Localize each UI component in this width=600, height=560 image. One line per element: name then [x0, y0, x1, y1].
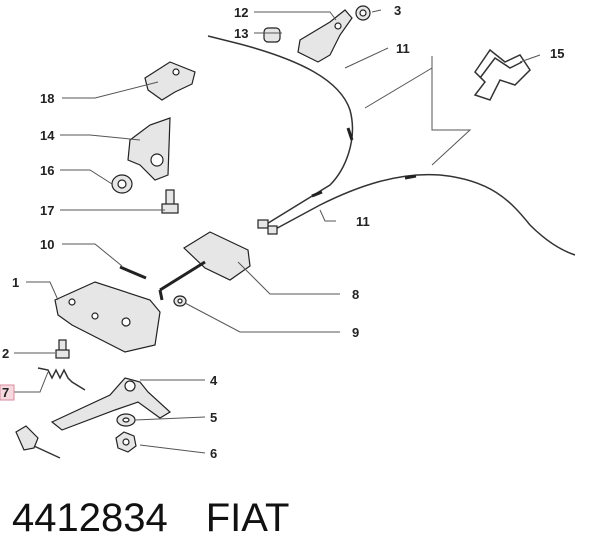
part-11-cable-upper: [207, 35, 354, 229]
part-7-spring: [37, 367, 86, 391]
part-9-washer: [173, 295, 187, 307]
callout-12: 12: [234, 5, 248, 20]
part-17-bolt: [161, 189, 179, 214]
part-15-clip: [473, 48, 531, 101]
footer: 4412834 FIAT: [12, 488, 289, 548]
callout-5: 5: [210, 410, 217, 425]
part-number: 4412834: [12, 495, 168, 540]
part-2-bolt: [55, 339, 70, 359]
part-16-roller: [111, 174, 133, 194]
callout-16: 16: [40, 163, 54, 178]
callout-15: 15: [550, 46, 564, 61]
part-12-bracket: [297, 9, 353, 63]
callout-11-lower: 11: [356, 214, 370, 229]
callout-7-highlight: [0, 384, 15, 401]
key-icon: [15, 425, 61, 459]
callout-17: 17: [40, 203, 54, 218]
callout-13: 13: [234, 26, 248, 41]
brand-name: FIAT: [205, 495, 290, 540]
callout-6: 6: [210, 446, 217, 461]
callout-1: 1: [12, 275, 19, 290]
part-4-lever: [50, 377, 172, 431]
part-6-nut: [115, 431, 137, 453]
callout-2: 2: [2, 346, 9, 361]
callout-10: 10: [40, 237, 54, 252]
callout-7: 7: [2, 385, 9, 400]
part-10-pin: [119, 265, 147, 280]
callout-3: 3: [394, 3, 401, 18]
part-8-lever: [158, 231, 251, 301]
part-18-plate: [144, 61, 196, 101]
part-3-nut: [355, 5, 371, 21]
callout-14: 14: [40, 128, 55, 143]
callout-4: 4: [210, 373, 218, 388]
callout-11-upper: 11: [396, 41, 410, 56]
part-13-bushing: [263, 27, 281, 43]
callout-18: 18: [40, 91, 54, 106]
part-11-cable-lower: [267, 173, 576, 256]
callout-9: 9: [352, 325, 359, 340]
part-14-bracket: [127, 117, 171, 181]
leader-lines: [14, 9, 541, 454]
part-1-base-plate: [54, 281, 161, 353]
callout-8: 8: [352, 287, 359, 302]
part-5-washer: [116, 413, 136, 427]
